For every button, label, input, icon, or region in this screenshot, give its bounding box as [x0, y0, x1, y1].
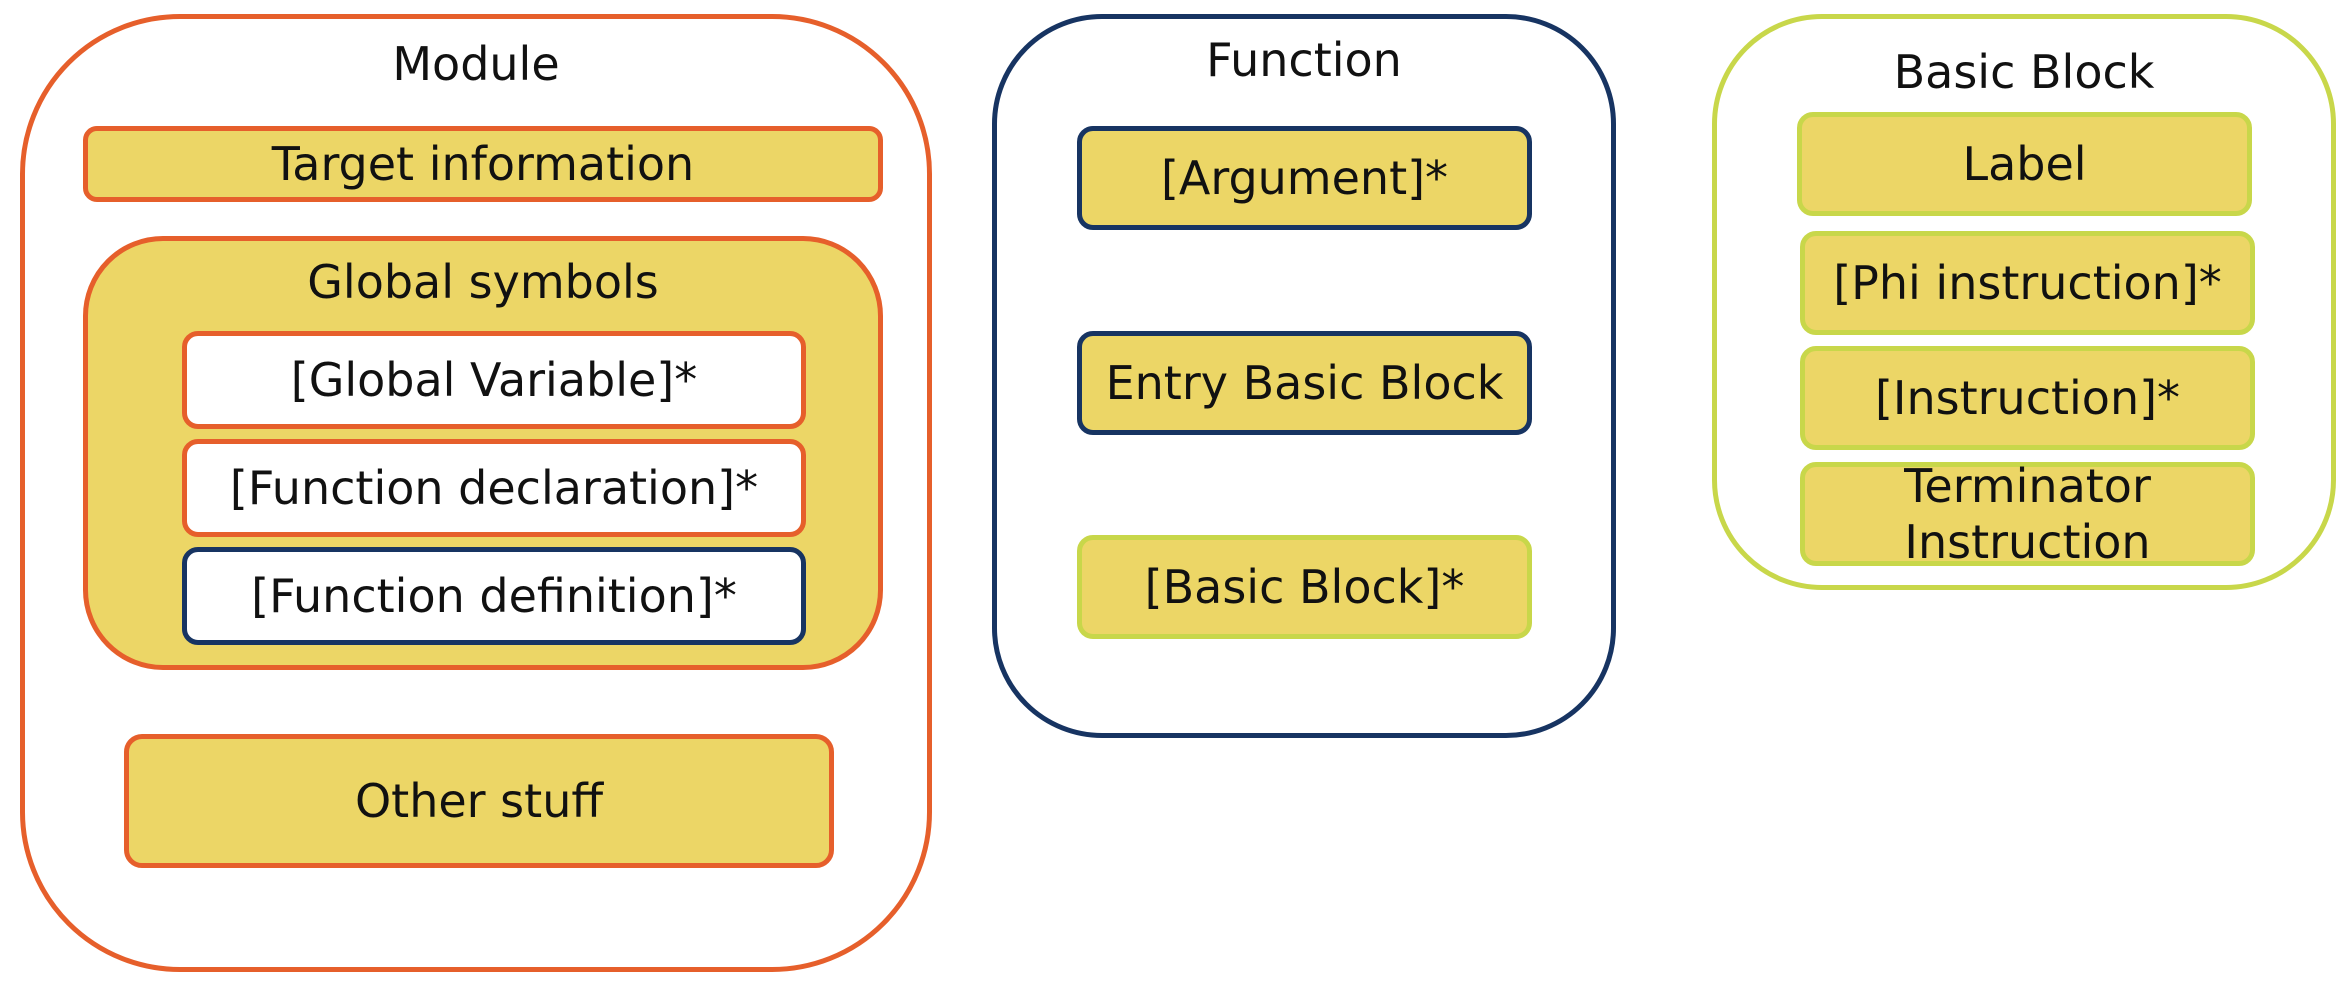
- instruction-box: [Instruction]*: [1800, 346, 2255, 450]
- global-variable-box: [Global Variable]*: [182, 331, 806, 429]
- basic-block-list-box: [Basic Block]*: [1077, 535, 1532, 639]
- function-declaration-box: [Function declaration]*: [182, 439, 806, 537]
- basic-block-title: Basic Block: [1893, 45, 2155, 99]
- argument-box: [Argument]*: [1077, 126, 1532, 230]
- target-information-box: Target information: [83, 126, 883, 202]
- label-box: Label: [1797, 112, 2252, 216]
- other-stuff-box: Other stuff: [124, 734, 834, 868]
- global-symbols-title: Global symbols: [307, 255, 659, 309]
- function-title: Function: [1206, 33, 1402, 87]
- function-definition-box: [Function definition]*: [182, 547, 806, 645]
- phi-instruction-box: [Phi instruction]*: [1800, 231, 2255, 335]
- terminator-instruction-box: Terminator Instruction: [1800, 459, 2255, 569]
- module-title: Module: [392, 37, 560, 91]
- entry-basic-block-box: Entry Basic Block: [1077, 331, 1532, 435]
